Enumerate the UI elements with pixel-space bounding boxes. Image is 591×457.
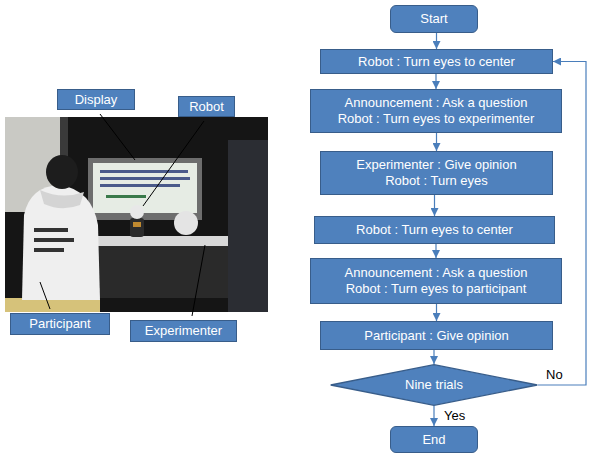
flow-arrow	[435, 74, 436, 89]
node-text: Robot : Turn eyes to center	[356, 222, 513, 238]
round-device	[174, 211, 198, 235]
terminal-box: Start	[390, 5, 478, 33]
callout-label: Display	[57, 89, 135, 111]
terminal-box: End	[390, 426, 478, 453]
node-text: Experimenter : Give opinion	[356, 157, 516, 173]
diamond-shape	[331, 365, 538, 406]
flow-arrow	[436, 133, 437, 151]
leader-line	[143, 121, 204, 206]
leader-lines	[40, 114, 205, 316]
node-text: End	[422, 432, 445, 448]
callout-label: Participant	[10, 313, 110, 335]
process-box: Robot : Turn eyes to center	[320, 49, 553, 74]
node-text: Announcement : Ask a question	[345, 265, 528, 281]
node-text: Robot : Turn eyes to participant	[346, 281, 527, 297]
flow-arrow	[435, 244, 436, 258]
screen-line	[106, 195, 146, 198]
photo-background	[5, 117, 268, 312]
display-bezel	[88, 158, 202, 220]
callout-text: Experimenter	[145, 323, 222, 339]
robot-detail	[133, 222, 141, 227]
leader-line	[192, 245, 205, 316]
node-text: Participant : Give opinion	[364, 328, 509, 344]
hoodie-print	[34, 228, 68, 232]
leader-line	[40, 282, 50, 309]
leader-line	[100, 114, 135, 160]
node-text: Robot : Turn eyes to experimenter	[338, 111, 535, 127]
process-box: Experimenter : Give opinionRobot : Turn …	[320, 151, 553, 195]
display-screen	[93, 163, 197, 213]
flow-arrow	[433, 406, 434, 426]
photo-scene	[5, 117, 268, 312]
callout-label: Robot	[178, 96, 235, 118]
curtain	[228, 140, 268, 312]
process-box: Robot : Turn eyes to center	[314, 216, 555, 244]
participant-head	[46, 155, 78, 189]
callout-text: Display	[75, 92, 118, 108]
process-box: Participant : Give opinion	[320, 321, 553, 350]
flow-arrow	[433, 350, 434, 364]
edge-label: No	[544, 367, 565, 383]
screen-line	[100, 177, 190, 180]
node-text: Start	[420, 11, 447, 27]
flow-arrow	[436, 33, 437, 49]
callout-label: Experimenter	[130, 320, 237, 342]
flow-arrow	[436, 304, 437, 321]
callout-text: Participant	[29, 316, 90, 332]
node-text: Robot : Turn eyes	[385, 173, 488, 189]
participant-hoodie	[22, 185, 100, 300]
node-text: Robot : Turn eyes to center	[358, 54, 515, 70]
node-text: Nine trials	[405, 377, 463, 393]
node-text: Announcement : Ask a question	[345, 95, 528, 111]
flow-arrow	[434, 195, 435, 216]
robot-body	[130, 218, 144, 237]
process-box: Announcement : Ask a questionRobot : Tur…	[310, 89, 562, 133]
process-box: Announcement : Ask a questionRobot : Tur…	[310, 258, 562, 304]
hoodie-print	[34, 248, 64, 252]
robot-head	[130, 205, 144, 219]
screen-line	[100, 184, 180, 187]
screen-line	[100, 170, 188, 173]
callout-text: Robot	[189, 99, 224, 115]
decision-diamond: Nine trials	[330, 364, 538, 406]
edge-label: Yes	[442, 408, 467, 424]
hoodie-hood	[40, 190, 84, 208]
hoodie-print	[34, 238, 74, 242]
floor	[5, 298, 100, 312]
